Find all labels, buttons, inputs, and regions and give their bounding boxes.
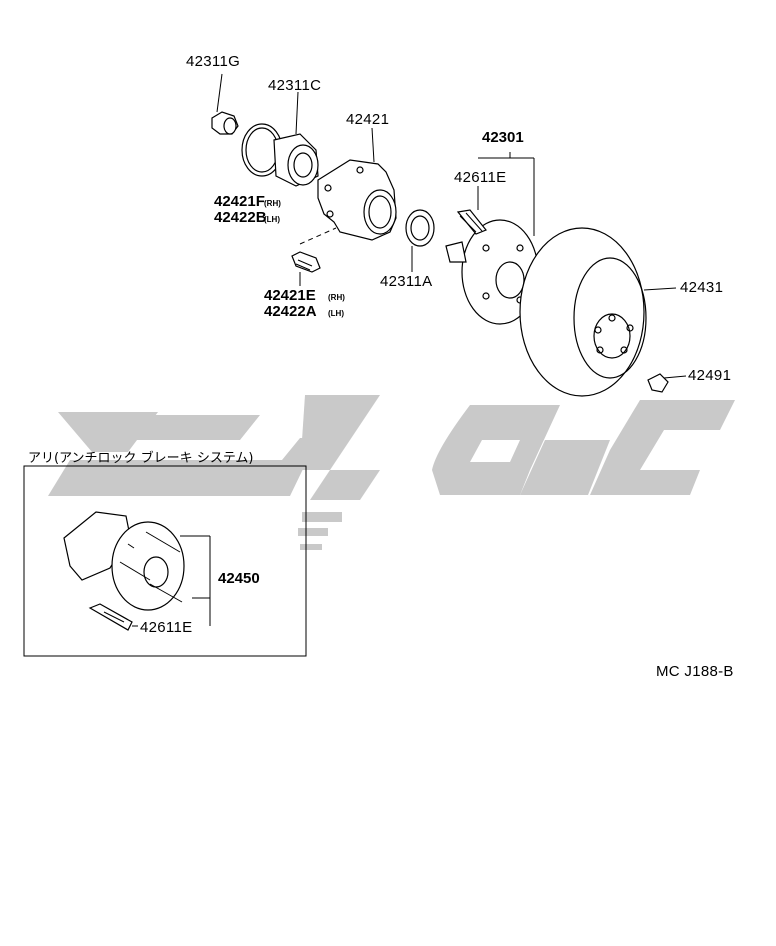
part-42311G bbox=[211, 73, 239, 135]
label-42491: 42491 bbox=[688, 367, 731, 384]
abs-hub-box bbox=[23, 465, 307, 657]
diagram-code: MC J188-B bbox=[656, 663, 734, 680]
label-42611E-top: 42611E bbox=[454, 169, 506, 186]
label-42422A-side: (LH) bbox=[328, 309, 344, 318]
label-42450: 42450 bbox=[218, 570, 260, 587]
part-42311C bbox=[241, 91, 319, 187]
label-42611E-box: 42611E bbox=[140, 619, 192, 636]
label-42421F-side: (RH) bbox=[264, 199, 281, 208]
label-42421F: 42421F bbox=[214, 193, 265, 210]
label-42301: 42301 bbox=[482, 129, 524, 146]
watermark-logo bbox=[48, 395, 735, 550]
part-42421 bbox=[299, 127, 397, 245]
part-42431-disc bbox=[519, 227, 677, 397]
label-42311A: 42311A bbox=[380, 273, 432, 290]
part-42301-hub bbox=[445, 152, 539, 325]
label-42431: 42431 bbox=[680, 279, 723, 296]
label-42421E: 42421E bbox=[264, 287, 316, 304]
label-42311G: 42311G bbox=[186, 53, 240, 70]
label-42422A: 42422A bbox=[264, 303, 317, 320]
label-42422B: 42422B bbox=[214, 209, 267, 226]
part-42491-screw bbox=[647, 373, 687, 393]
label-42421E-side: (RH) bbox=[328, 293, 345, 302]
label-42311C: 42311C bbox=[268, 77, 321, 94]
part-42421E-bolt bbox=[291, 251, 321, 286]
label-42421: 42421 bbox=[346, 111, 389, 128]
part-42311A bbox=[405, 209, 435, 272]
label-42422B-side: (LH) bbox=[264, 215, 280, 224]
abs-box-caption: アリ(アンチロック ブレーキ システム) bbox=[28, 450, 254, 466]
